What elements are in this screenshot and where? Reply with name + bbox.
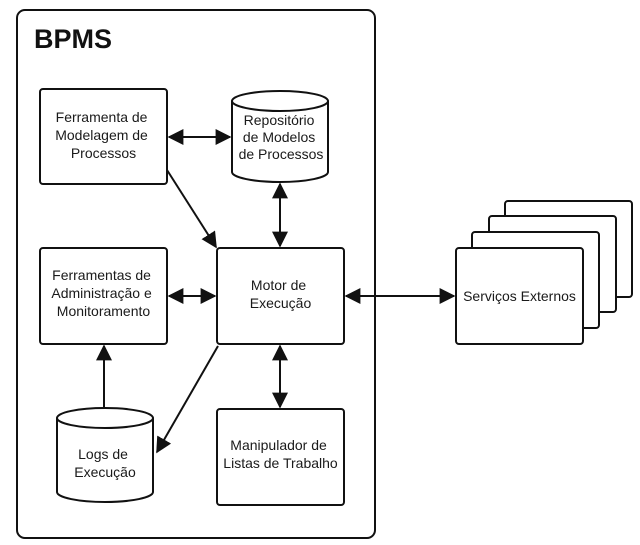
ferramenta-modelagem-line-1: Ferramenta de [56, 109, 148, 125]
repositorio-line-1: Repositório [244, 112, 315, 128]
logs-execucao-line-1: Logs de [78, 446, 128, 462]
svg-text:Manipulador de Listas de: Manipulador de Listas de Trabalho [223, 437, 338, 471]
servicos-externos-node: Serviços Externos [455, 200, 633, 345]
bpms-title: BPMS [34, 24, 112, 54]
svg-text:Ferramentas de Administr: Ferramentas de Administração e Monitoram… [51, 267, 155, 319]
motor-execucao-line-2: Execução [250, 295, 312, 311]
manipulador-line-2: Listas de Trabalho [223, 455, 338, 471]
svg-text:Motor de Execução: Motor de Execução [250, 277, 312, 311]
repositorio-line-3: de Processos [239, 146, 324, 162]
svg-text:Serviços Externos: Serviços Externos [463, 288, 576, 304]
ferramentas-admin-line-2: Administração e [51, 285, 152, 301]
svg-text:Ferramenta de Modelagem: Ferramenta de Modelagem de Processos [55, 109, 152, 161]
manipulador-line-1: Manipulador de [230, 437, 327, 453]
logs-execucao-node: Logs de Execução [56, 407, 154, 503]
repositorio-line-2: de Modelos [243, 129, 315, 145]
motor-execucao-node: Motor de Execução [216, 247, 345, 345]
svg-text:Logs de Execução: Logs de Execução [74, 446, 136, 480]
ferramentas-admin-line-3: Monitoramento [57, 303, 151, 319]
svg-text:Repositório de Modelos: Repositório de Modelos de Processos [239, 112, 324, 162]
ferramenta-modelagem-line-2: Modelagem de [55, 127, 148, 143]
ferramenta-modelagem-line-3: Processos [71, 145, 136, 161]
ferramentas-admin-line-1: Ferramentas de [52, 267, 151, 283]
arrow-modelagem-motor [166, 169, 217, 249]
arrow-motor-logs [156, 345, 219, 454]
motor-execucao-line-1: Motor de [251, 277, 306, 293]
manipulador-listas-node: Manipulador de Listas de Trabalho [216, 408, 345, 506]
ferramenta-modelagem-node: Ferramenta de Modelagem de Processos [39, 88, 168, 185]
ferramentas-admin-node: Ferramentas de Administração e Monitoram… [39, 247, 168, 345]
servicos-stack-front [455, 247, 584, 345]
repositorio-node: Repositório de Modelos de Processos [231, 90, 329, 183]
servicos-externos-label: Serviços Externos [463, 288, 576, 304]
logs-execucao-line-2: Execução [74, 464, 136, 480]
